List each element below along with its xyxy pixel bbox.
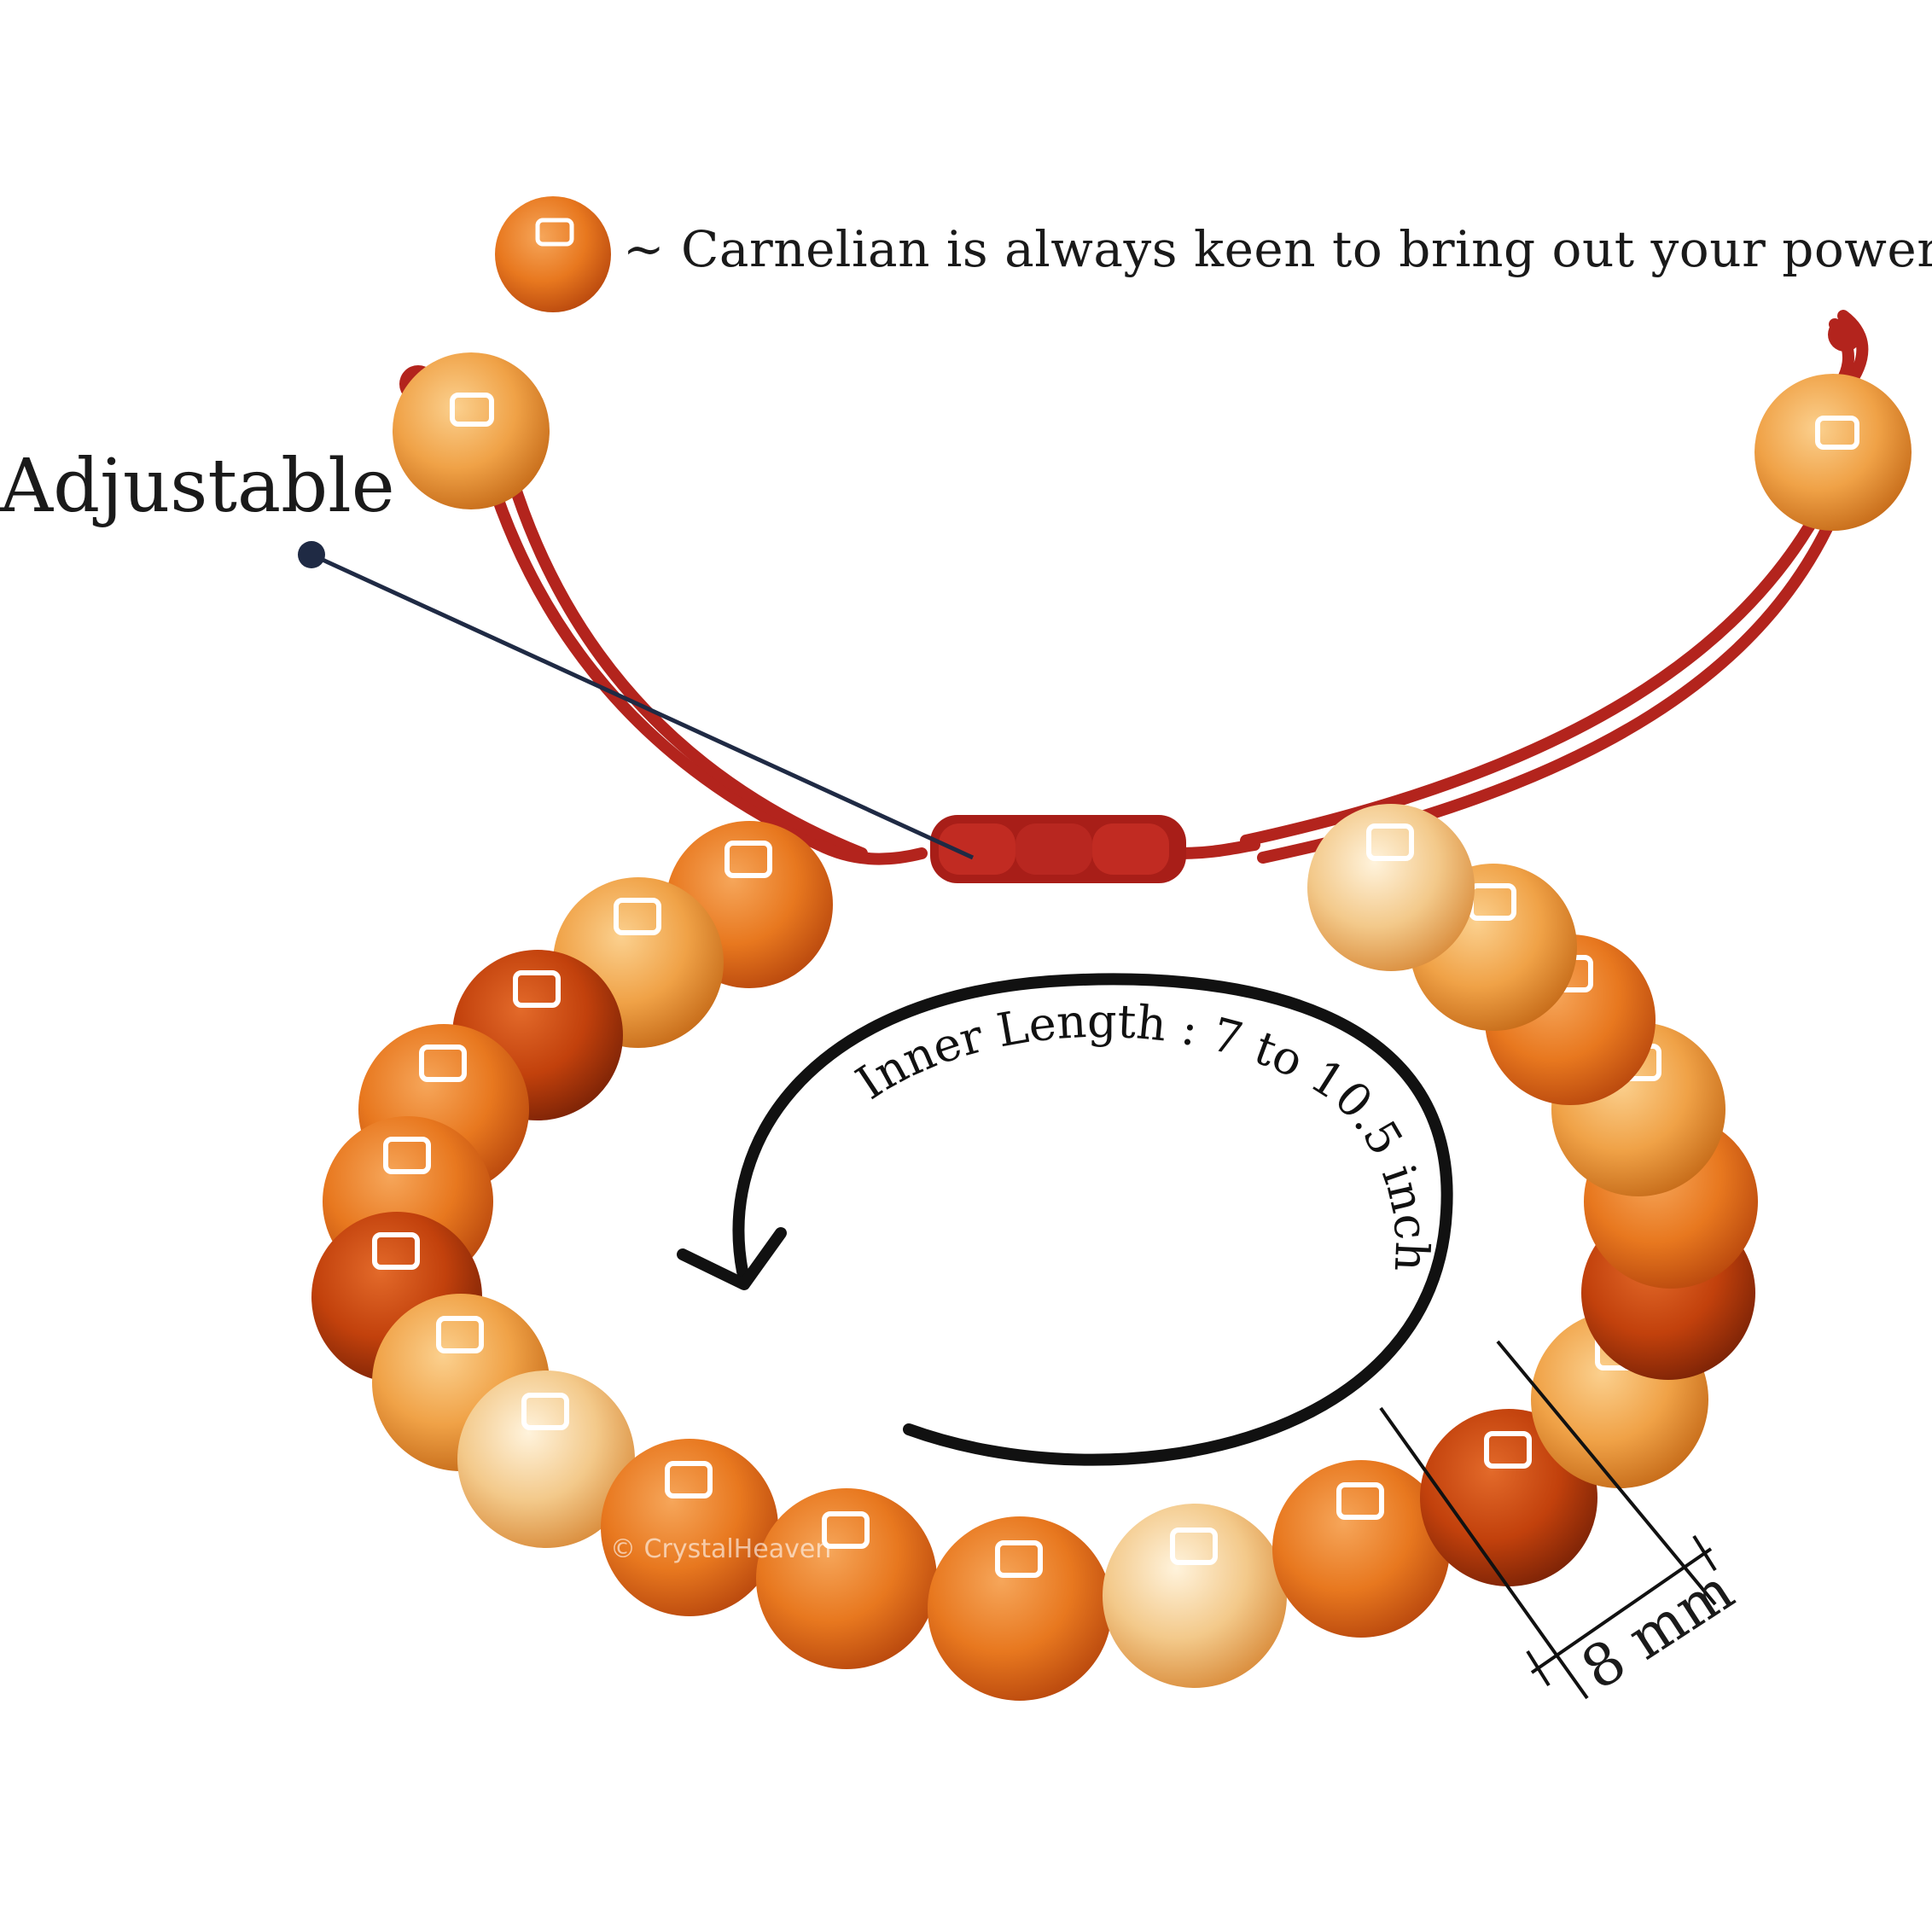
end-bead-left [393, 352, 550, 509]
adjustable-label: Adjustable [0, 444, 395, 529]
adjustable-cord [485, 310, 1869, 865]
bead [928, 1516, 1112, 1701]
bead [1272, 1460, 1450, 1638]
watermark: © CrystalHeaven [610, 1534, 832, 1564]
cord-end-right [1828, 317, 1862, 352]
sliding-knot [930, 815, 1186, 883]
bead [457, 1370, 635, 1548]
bead [1307, 804, 1475, 971]
bracelet-beads [311, 804, 1758, 1701]
tilde-separator: ~ [623, 220, 666, 278]
bead [756, 1488, 937, 1669]
bead [1103, 1504, 1287, 1688]
bead [601, 1439, 778, 1616]
bead-size-dimension [1379, 1340, 1717, 1700]
circular-arrow-icon [677, 973, 1453, 1466]
inner-length-label: Inner Length : 7 to 10.5 inch [847, 994, 1439, 1272]
adjustable-pointer [298, 541, 975, 860]
tagline: ~ Carnelian is always keen to bring out … [623, 220, 1932, 278]
end-bead-right [1755, 374, 1912, 531]
tagline-text: Carnelian is always keen to bring out yo… [681, 220, 1932, 278]
carnelian-bead-icon [495, 196, 611, 312]
